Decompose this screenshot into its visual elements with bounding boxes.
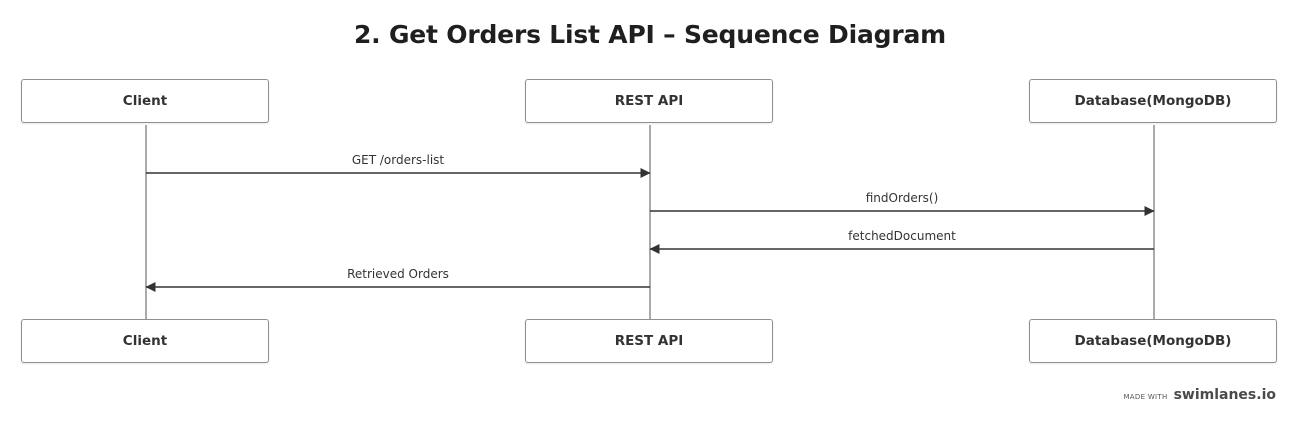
actor-database-bottom: Database(MongoDB) [1029, 319, 1277, 363]
actor-client-top: Client [21, 79, 269, 123]
message-label-2: findOrders() [866, 191, 939, 205]
actor-rest-api-bottom: REST API [525, 319, 773, 363]
made-with-label: MADE WITH [1123, 393, 1168, 401]
actor-database-top: Database(MongoDB) [1029, 79, 1277, 123]
message-label-4: Retrieved Orders [347, 267, 449, 281]
message-label-3: fetchedDocument [848, 229, 956, 243]
footer-credit[interactable]: MADE WITH swimlanes.io [1123, 387, 1276, 403]
message-label-1: GET /orders-list [352, 153, 445, 167]
lifelines [145, 125, 1155, 319]
actor-client-bottom: Client [21, 319, 269, 363]
messages: GET /orders-list findOrders() fetchedDocum… [145, 153, 1155, 292]
actor-rest-api-top: REST API [525, 79, 773, 123]
diagram-title: 2. Get Orders List API – Sequence Diagra… [353, 20, 946, 49]
swimlanes-brand-link[interactable]: swimlanes.io [1173, 387, 1276, 403]
